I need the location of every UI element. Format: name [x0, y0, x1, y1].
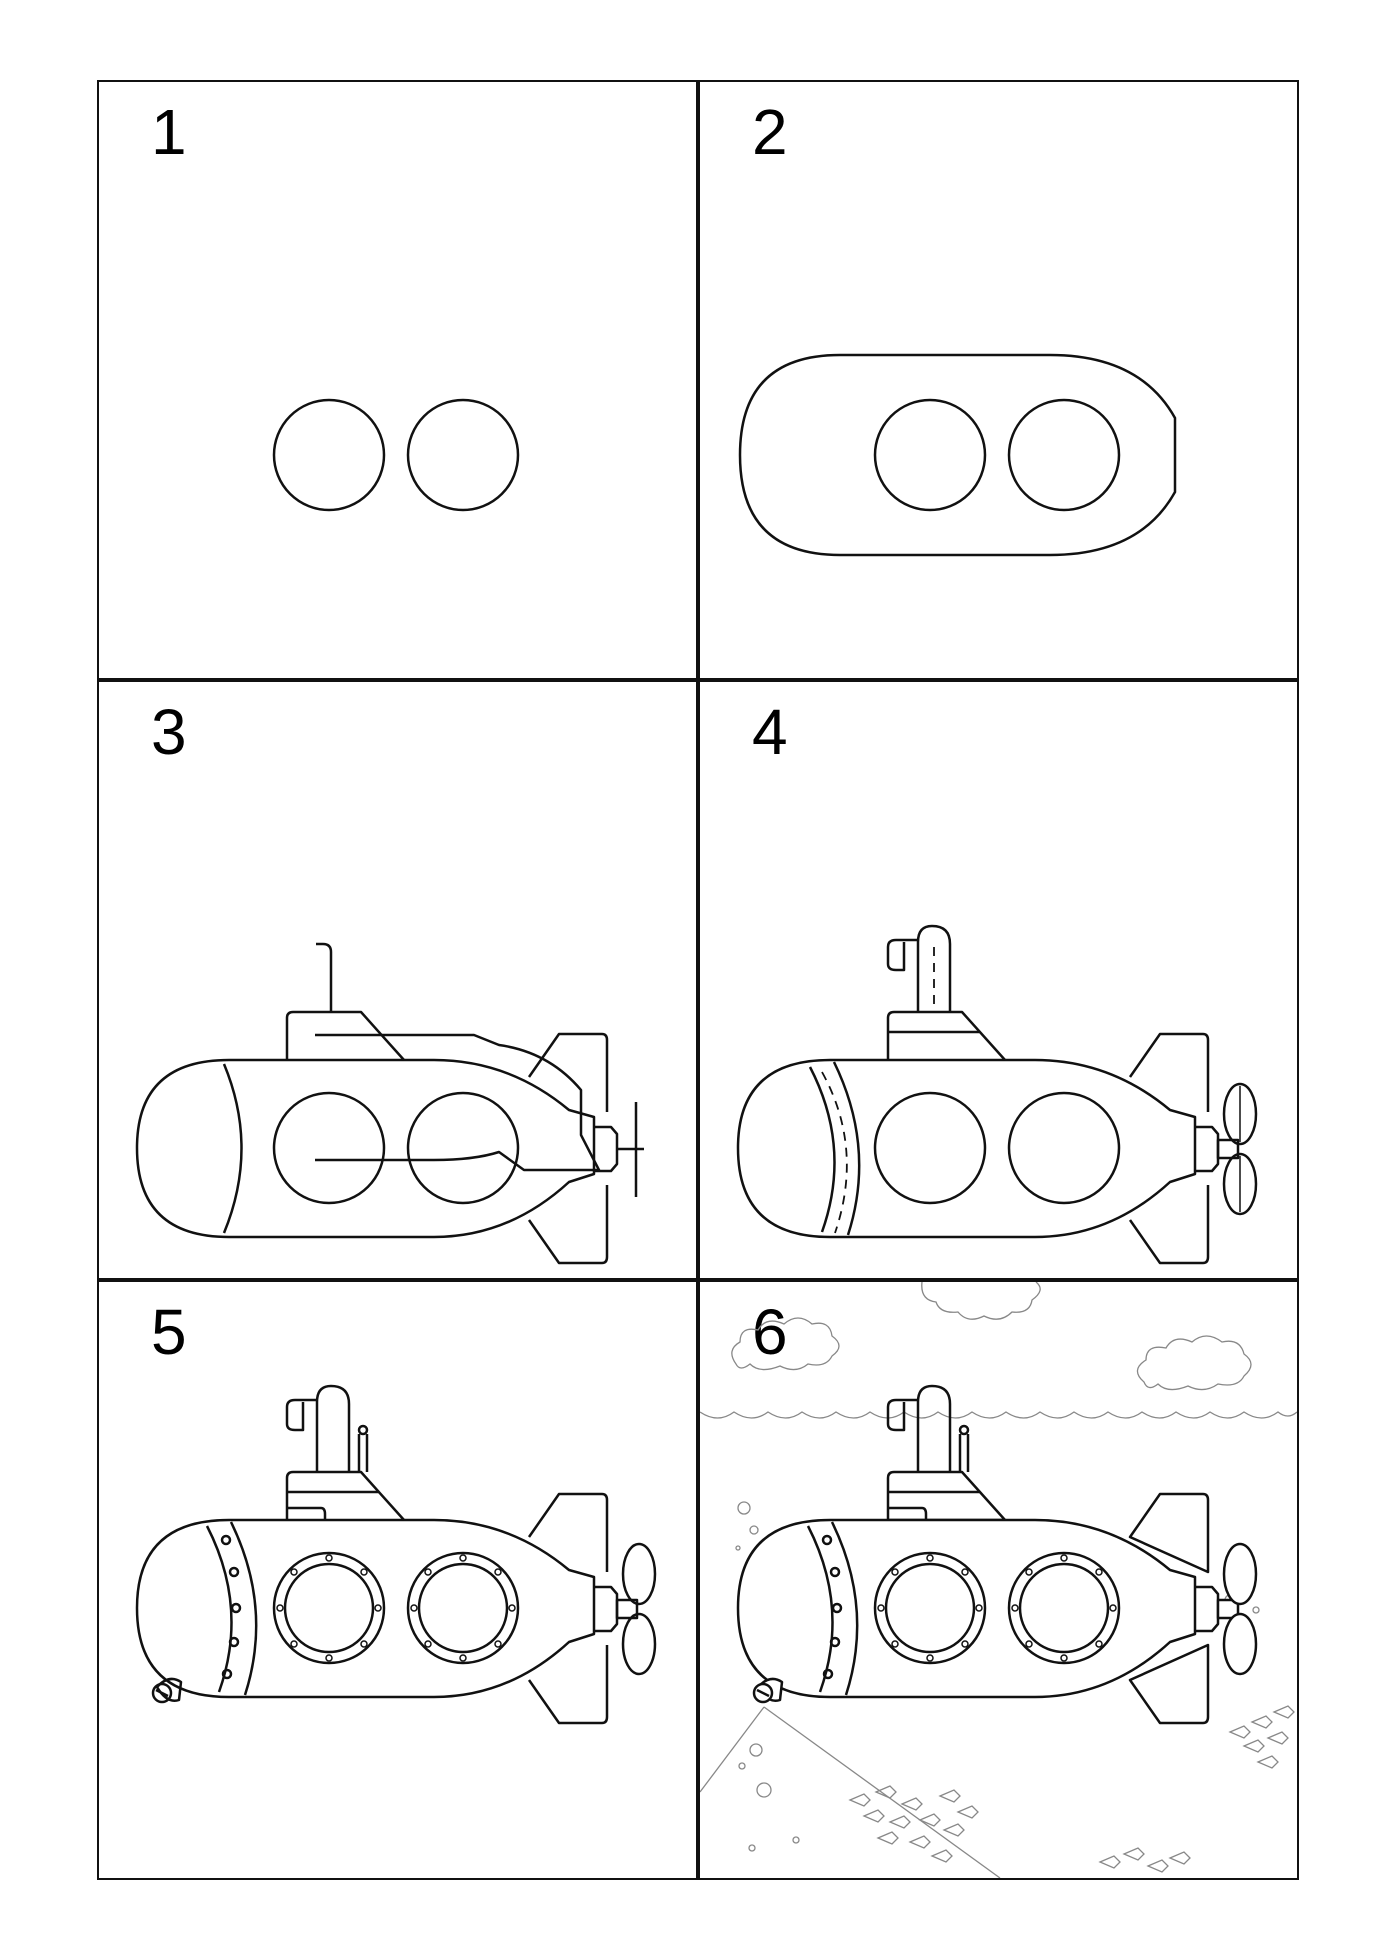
porthole-right	[1009, 1093, 1119, 1203]
hull-outline	[740, 355, 1175, 555]
conning-tower	[888, 1472, 1005, 1520]
step-panel-6: 6	[698, 1280, 1299, 1880]
propeller-hub	[1195, 1127, 1218, 1171]
hull-outline	[738, 1060, 1195, 1237]
porthole-left	[274, 1093, 384, 1203]
porthole-left	[875, 400, 985, 510]
nose-band	[834, 1062, 859, 1235]
porthole-left	[274, 1553, 384, 1663]
cloud-icon	[1137, 1336, 1251, 1390]
propeller-blade-bottom	[623, 1614, 655, 1674]
submarine-detail-drawing	[700, 682, 1297, 1278]
light-beam	[700, 1707, 764, 1792]
periscope	[918, 926, 950, 1012]
top-fin	[529, 1034, 607, 1112]
fish-school	[850, 1706, 1294, 1872]
step-number: 4	[752, 696, 788, 768]
light-beam	[764, 1707, 1000, 1878]
cloud-icon	[922, 1282, 1040, 1319]
propeller-blade-bottom	[1224, 1154, 1256, 1214]
step-panel-1: 1	[97, 80, 698, 680]
periscope	[918, 1386, 950, 1472]
porthole-right	[408, 400, 518, 510]
propeller-blade-top	[1224, 1544, 1256, 1604]
propeller-hub	[1195, 1587, 1218, 1631]
wave-icon	[700, 1412, 1297, 1418]
bottom-fin	[529, 1645, 607, 1723]
propeller-blade-top	[1224, 1084, 1256, 1144]
step-panel-5: 5	[97, 1280, 698, 1880]
top-fin	[1130, 1494, 1208, 1572]
porthole-right	[1009, 400, 1119, 510]
drawing-steps-sheet: 1 2 3	[97, 80, 1300, 1880]
step-number: 2	[752, 96, 788, 168]
periscope	[317, 1386, 349, 1472]
porthole-left	[274, 400, 384, 510]
submarine-rivets-drawing	[99, 1282, 696, 1878]
hull-outline	[137, 1060, 594, 1237]
propeller-blade-top	[623, 1544, 655, 1604]
cloud-icon	[732, 1318, 839, 1370]
nose-band	[231, 1522, 256, 1695]
conning-tower	[888, 1012, 1005, 1060]
porthole-right	[1009, 1553, 1119, 1663]
step-number: 6	[752, 1296, 788, 1368]
headlight	[754, 1679, 782, 1702]
propeller-hub	[594, 1587, 617, 1631]
nose-rivets	[222, 1536, 240, 1678]
two-circles-drawing	[99, 82, 696, 678]
porthole-left	[875, 1553, 985, 1663]
porthole-left	[875, 1093, 985, 1203]
headlight	[153, 1679, 181, 1702]
porthole-rivets	[277, 1555, 515, 1661]
step-number: 5	[151, 1296, 187, 1368]
step-panel-2: 2	[698, 80, 1299, 680]
step-panel-3: 3	[97, 680, 698, 1280]
propeller-blade-bottom	[1224, 1614, 1256, 1674]
step-number: 3	[151, 696, 187, 768]
top-fin	[1130, 1034, 1208, 1112]
porthole-right	[408, 1093, 518, 1203]
hull-outline-drawing	[700, 82, 1297, 678]
hull-outline	[738, 1520, 1195, 1697]
hull-outline	[137, 1520, 594, 1697]
conning-tower	[287, 1012, 404, 1060]
nose-line	[224, 1064, 242, 1233]
bottom-fin	[529, 1185, 607, 1263]
step-number: 1	[151, 96, 187, 168]
bottom-fin	[1130, 1185, 1208, 1263]
periscope	[316, 944, 331, 1012]
top-fin	[529, 1494, 607, 1572]
submarine-scene-drawing	[700, 1282, 1297, 1878]
submarine-basic-drawing	[99, 682, 696, 1278]
step-panel-4: 4	[698, 680, 1299, 1280]
nose-band	[832, 1522, 857, 1695]
porthole-right	[408, 1553, 518, 1663]
bottom-fin	[1130, 1645, 1208, 1723]
antenna	[359, 1426, 367, 1434]
conning-tower	[287, 1472, 404, 1520]
